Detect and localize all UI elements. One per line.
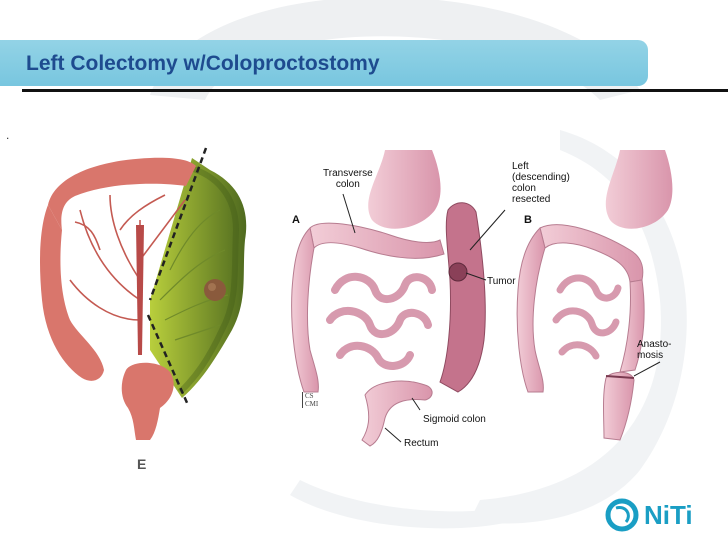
left-colon-figure	[40, 148, 246, 440]
rectum-b	[604, 372, 635, 440]
transverse-colon-a	[310, 223, 444, 258]
illustration-credit: CS CMI	[302, 392, 318, 408]
label-anastomosis: Anasto- mosis	[637, 339, 671, 361]
figure-label-e: E	[137, 456, 146, 472]
niti-logo-mark	[608, 501, 636, 529]
label-left-descending-colon: Left (descending) colon resected	[512, 161, 570, 205]
label-tumor: Tumor	[487, 276, 516, 287]
rectum-red	[122, 363, 174, 440]
panel-a-figure	[292, 150, 505, 446]
transverse-colon-b	[540, 225, 643, 282]
panel-label-b: B	[524, 214, 532, 226]
tumor-left	[204, 279, 226, 301]
sigmoid-colon	[362, 381, 432, 446]
ascending-colon-a	[292, 228, 319, 392]
panel-label-a: A	[292, 214, 300, 226]
niti-logo-text: NiTi	[644, 500, 693, 531]
stomach-b	[606, 150, 673, 229]
transverse-colon-red	[48, 158, 196, 230]
label-rectum: Rectum	[404, 438, 438, 449]
label-transverse-colon: Transverse colon	[323, 168, 373, 190]
ascending-colon-red	[40, 205, 104, 381]
descending-colon-resected	[440, 203, 485, 392]
label-sigmoid-colon: Sigmoid colon	[423, 414, 486, 425]
tumor-a	[449, 263, 467, 281]
stomach-a	[368, 150, 440, 229]
ascending-colon-b	[517, 228, 545, 392]
